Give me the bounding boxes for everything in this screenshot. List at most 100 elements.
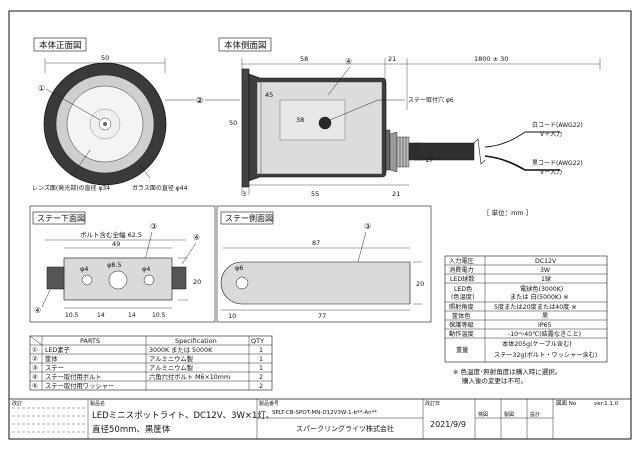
side-view-title-box [218, 37, 272, 52]
spec-value-body-color: 黒 [542, 313, 548, 320]
wire-white-label: 白コード(AWG22) [532, 121, 583, 129]
parts-row-5-qty: 2 [259, 383, 263, 390]
check-stamp-3: 設計 [530, 411, 540, 418]
side-dim-55: 55 [311, 190, 319, 198]
parts-row-2-qty: 1 [259, 356, 263, 363]
front-view-title: 本体正面図 [39, 40, 82, 51]
stay-hole-b: φ8.5 [107, 261, 122, 269]
stay-bottom-callout-3: ③ [150, 222, 157, 231]
parts-row-4-qty: 2 [259, 374, 263, 381]
parts-header-spec: Specification [175, 337, 217, 345]
company-name: スパークリングライツ株式会社 [296, 424, 394, 433]
spec-label-power: 消費電力 [449, 266, 474, 274]
side-dim-3: 3 [242, 190, 246, 198]
parts-row-5-no: ⑤ [32, 382, 38, 390]
parts-row-1-spec: 3000K または 5000K [149, 346, 213, 354]
side-dim-50: 50 [229, 119, 237, 127]
spec-value-color-2: または 白(5000K) ※ [510, 293, 569, 301]
check-stamp-2: 製図 [504, 411, 514, 418]
check-stamp-1: 検図 [478, 411, 488, 418]
front-view-title-box [33, 37, 87, 52]
stay-side-dim-10: 10 [228, 312, 236, 320]
spec-value-temp: -10～40℃(結露なきこと) [508, 330, 581, 338]
stay-hole-c: φ4 [142, 265, 150, 273]
title-block [9, 398, 631, 439]
stay-side-dim-77: 77 [318, 312, 326, 320]
parts-row-4-no: ④ [32, 373, 38, 381]
drawing-no-label: 図面 No [556, 400, 577, 407]
spec-label-color: LED色 [454, 285, 472, 293]
stay-bottom-title: ステー下面図 [37, 214, 85, 223]
spec-note-1: ※ 色温度･照射角度は購入時に選択。 [453, 367, 561, 376]
stay-bottom-dim-20: 20 [193, 278, 201, 286]
parts-header-parts: PARTS [80, 337, 100, 345]
spec-value-angle: 5度または20度または40度 ※ [494, 303, 577, 311]
spec-table [444, 255, 608, 363]
parts-table [29, 335, 273, 391]
stay-side-title: ステー側面図 [225, 213, 273, 223]
spec-label-weight: 重量 [456, 346, 468, 354]
parts-row-1-part: LED素子 [45, 345, 70, 354]
stay-side-hole: φ6 [235, 264, 243, 272]
stay-bottom-dim-14a: 14 [97, 312, 105, 319]
stay-bottom-callout-4a: ④ [193, 233, 200, 242]
spec-value-weight: 本体205g(ケーブル含む) [502, 340, 572, 348]
parts-row-4-part: ステー取付用ボルト [45, 372, 102, 381]
bolt-total-width: ボルト含む全幅 62.5 [80, 230, 142, 239]
spec-value-weight-2: ステー32g(ボルト・ワッシャー含む) [494, 351, 597, 359]
stay-side-dim-87: 87 [312, 239, 320, 247]
stay-side-title-box [220, 211, 274, 225]
unit-label: ［ 単位：mm ］ [483, 208, 532, 217]
product-no: SPLT-CB-SPOT-MN-D12V3W-1-b**-An** [272, 410, 377, 416]
stay-side-drawing [220, 261, 411, 305]
spec-label-angle: 照射角度 [449, 303, 474, 311]
product-name-line2: 直径50mm、黒筐体 [92, 424, 171, 435]
revision-label: 改訂 [12, 400, 22, 407]
side-callout-2: ② [196, 96, 203, 105]
stay-bottom-dim-14b: 14 [128, 312, 136, 319]
side-dim-58: 58 [300, 55, 308, 63]
parts-row-1-no: ① [32, 346, 38, 354]
parts-row-3-no: ③ [32, 364, 38, 372]
stay-side-frame [216, 205, 432, 323]
spec-value-power: 3W [540, 267, 550, 274]
glass-diameter-label: ガラス面の直径 φ44 [132, 184, 188, 192]
spec-label-body-color: 筐体色 [452, 312, 471, 320]
stay-bottom-callout-4b: ④ [34, 306, 41, 315]
wire-black-label: 黒コード(AWG22) [532, 160, 583, 167]
side-dim-45: 45 [265, 91, 273, 99]
parts-row-4-spec: 六角穴付ボルト M6×10mm [149, 372, 230, 381]
parts-row-2-no: ② [32, 355, 38, 363]
product-no-label: 製品番号 [259, 400, 279, 407]
parts-row-2-spec: アルミニウム製 [149, 354, 194, 363]
stay-side-callout-3: ③ [364, 222, 371, 231]
stay-bottom-dim-105b: 10.5 [152, 312, 166, 319]
spec-value-color: 電球色(3000K) [520, 285, 563, 293]
spec-label-protection: 保護等級 [449, 321, 474, 329]
revised-date-label: 改訂日 [425, 400, 440, 407]
revised-date: 2021/9/9 [430, 420, 466, 429]
side-dim-17: 17 [425, 156, 433, 164]
cable-length-dim: 1800 ± 30 [474, 55, 508, 63]
stay-bottom-title-box [32, 211, 86, 225]
stay-side-dim-20: 20 [416, 280, 424, 288]
product-name-label: 製品名 [90, 400, 105, 407]
parts-row-3-part: ステー [45, 364, 64, 372]
spec-label-temp: 動作温度 [449, 330, 474, 338]
parts-header-qty: QTY [251, 337, 264, 345]
front-width-dim: 50 [101, 54, 109, 62]
side-dim-38: 38 [296, 116, 304, 124]
stay-bottom-drawing [46, 257, 187, 301]
parts-row-3-spec: アルミニウム製 [149, 363, 194, 372]
version-label: ver.1.1.0 [594, 401, 619, 407]
spec-label-color-2: (色温度) [451, 293, 474, 301]
side-callout-4: ④ [345, 57, 352, 66]
spec-value-count: 1球 [541, 275, 552, 283]
side-view-drawing [241, 68, 560, 188]
parts-row-2-part: 筐体 [45, 354, 58, 363]
front-callout-1: ① [38, 84, 45, 93]
parts-row-3-qty: 1 [259, 365, 263, 372]
lens-diameter-label: レンズ面(発光部)の直径 φ34 [32, 184, 110, 192]
side-dim-21-bottom: 21 [392, 190, 400, 198]
